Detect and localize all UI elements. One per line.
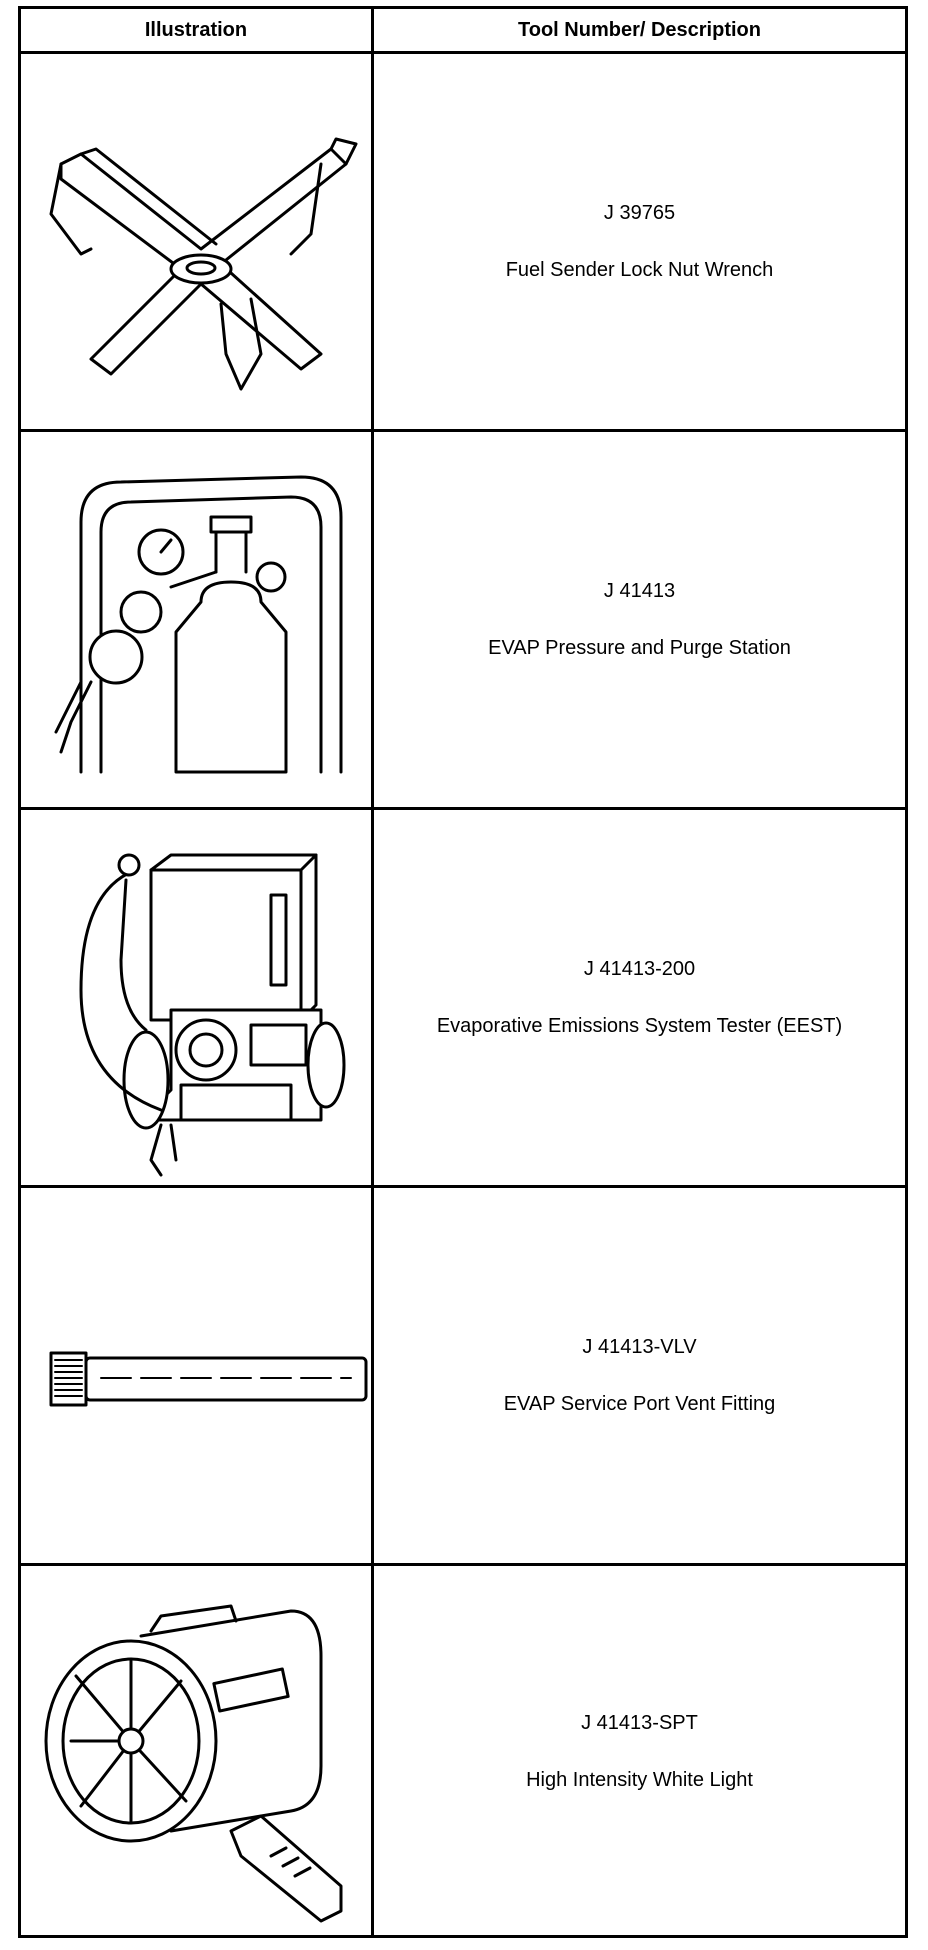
tester-icon	[79, 853, 346, 1177]
table-row-illustration	[21, 54, 371, 429]
table-row-description: J 39765 Fuel Sender Lock Nut Wrench	[374, 54, 905, 429]
vent-fitting-icon	[49, 1351, 368, 1407]
tool-number: J 41413-SPT	[581, 1712, 698, 1734]
purge-station-icon	[54, 475, 343, 774]
tool-name: Fuel Sender Lock Nut Wrench	[505, 258, 774, 281]
light-icon	[44, 1604, 343, 1923]
tool-number: J 39765	[603, 201, 676, 224]
tool-table: Illustration Tool Number/ Description J …	[18, 6, 908, 1938]
row-divider	[21, 1185, 905, 1188]
row-divider	[21, 1563, 905, 1566]
tool-number: J 41413-200	[583, 957, 696, 980]
tool-number: J 41413-VLV	[582, 1335, 697, 1358]
row-divider	[21, 429, 905, 432]
table-row-illustration	[21, 1566, 371, 1938]
table-row-description: J 41413-200 Evaporative Emissions System…	[374, 810, 905, 1185]
table-row-description: J 41413-VLV EVAP Service Port Vent Fitti…	[374, 1188, 905, 1563]
column-divider	[371, 9, 374, 1935]
tool-name: Evaporative Emissions System Tester (EES…	[436, 1014, 843, 1037]
table-row-illustration	[21, 432, 371, 807]
tool-number: J 41413	[603, 579, 676, 602]
table-row-description: J 41413-SPT High Intensity White Light	[374, 1566, 905, 1938]
tool-name: EVAP Service Port Vent Fitting	[503, 1392, 776, 1415]
header-divider	[21, 51, 905, 54]
table-row-illustration	[21, 1188, 371, 1563]
wrench-icon	[49, 137, 358, 391]
tool-name: EVAP Pressure and Purge Station	[488, 636, 791, 659]
header-illustration: Illustration	[144, 18, 248, 41]
table-row-illustration	[21, 810, 371, 1185]
header-description: Tool Number/ Description	[518, 18, 761, 41]
row-divider	[21, 807, 905, 810]
tool-name: High Intensity White Light	[526, 1769, 753, 1791]
table-row-description: J 41413 EVAP Pressure and Purge Station	[374, 432, 905, 807]
